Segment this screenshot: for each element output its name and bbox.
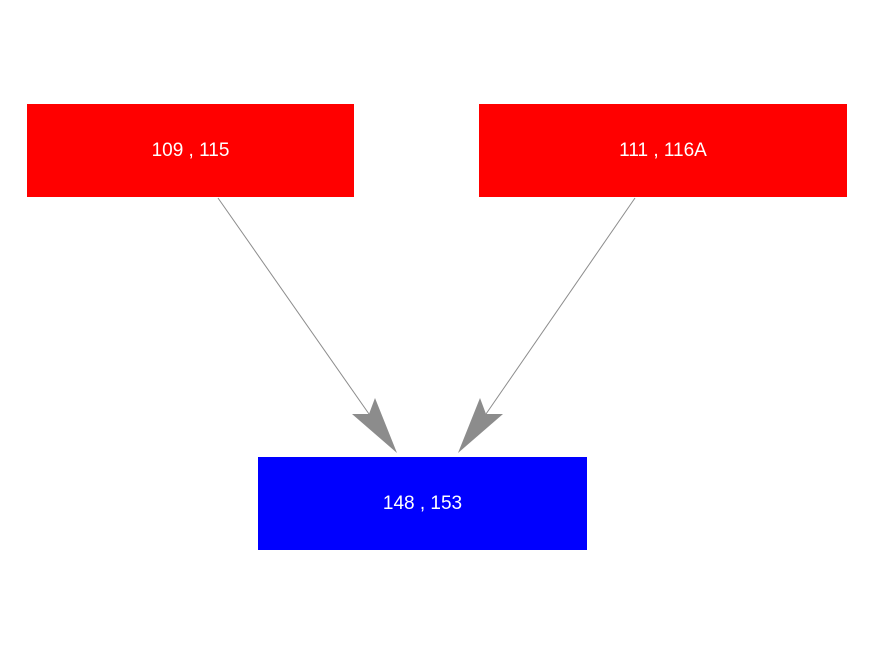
source-node-2: 111 , 116A	[479, 104, 847, 197]
edge-1-line	[217, 197, 370, 415]
source-node-1-label: 109 , 115	[151, 140, 230, 161]
source-node-1: 109 , 115	[27, 104, 354, 197]
target-node-label: 148 , 153	[382, 493, 463, 514]
source-node-2-label: 111 , 116A	[619, 140, 707, 161]
edge-2-arrowhead-icon	[458, 398, 503, 453]
edge-2	[458, 197, 636, 453]
edge-1-arrowhead-icon	[352, 398, 397, 453]
target-node: 148 , 153	[258, 457, 587, 550]
edge-2-line	[485, 197, 636, 415]
edge-1	[217, 197, 397, 453]
